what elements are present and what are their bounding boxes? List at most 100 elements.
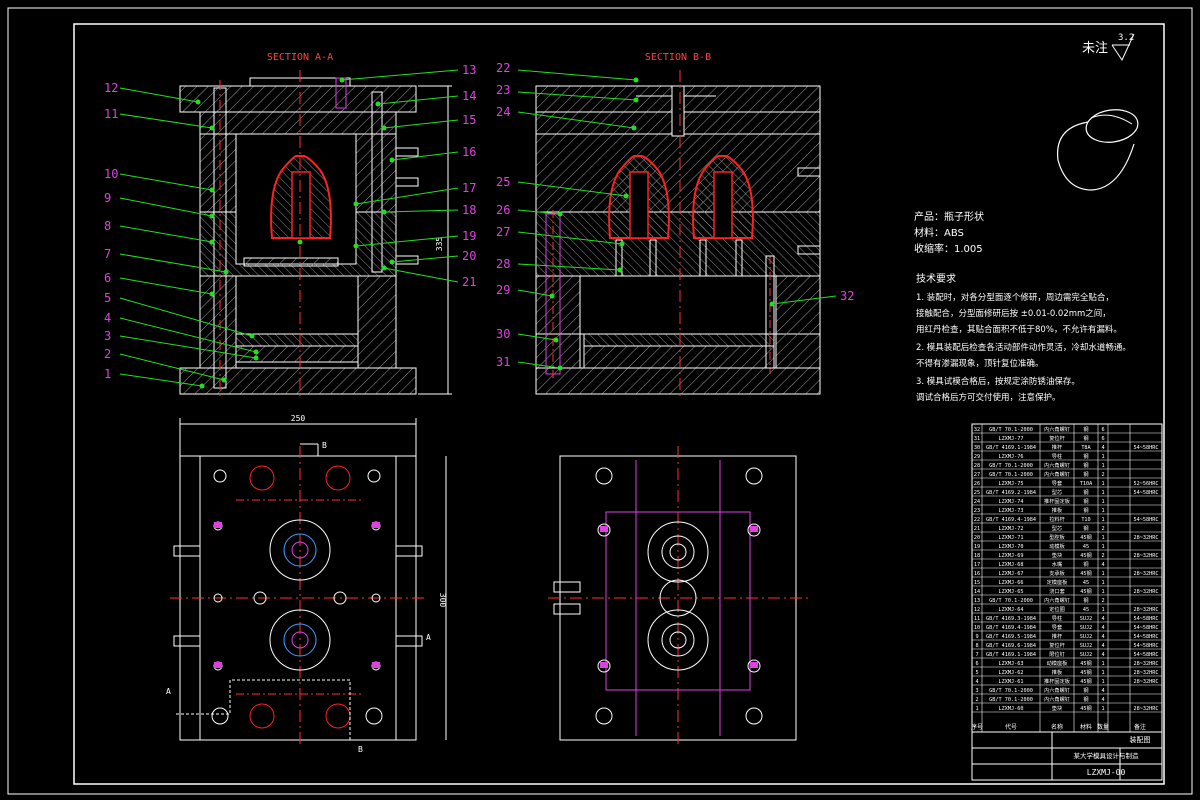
bom-cell: 1 bbox=[1101, 679, 1104, 685]
bom-cell: 1 bbox=[1101, 670, 1104, 676]
dim-height: 335 bbox=[435, 237, 444, 252]
bom-cell: 24 bbox=[974, 499, 980, 505]
bom-cell: 45 bbox=[1083, 544, 1089, 550]
tech-line-3: 用红丹检查，其贴合面积不低于80%，不允许有漏料。 bbox=[916, 324, 1122, 335]
callout-27: 27 bbox=[496, 225, 510, 239]
callout-20: 20 bbox=[462, 249, 476, 263]
callouts-left bbox=[119, 87, 257, 387]
plan-view-moving: 250 300 bbox=[166, 414, 447, 754]
bom-cell: 推板 bbox=[1052, 668, 1063, 676]
bom-cell: GB/T 4169.4-1984 bbox=[986, 625, 1036, 631]
bom-cell: 54~58HRC bbox=[1134, 652, 1159, 658]
bom-cell: 钢 bbox=[1083, 506, 1088, 514]
bom-cell: 导套 bbox=[1052, 479, 1063, 487]
bom-cell: GB/T 70.1-2000 bbox=[989, 472, 1033, 478]
bom-cell: 28~32HRC bbox=[1134, 670, 1159, 676]
bom-cell: 型腔板 bbox=[1049, 533, 1065, 541]
bom-cell: GB/T 70.1-2000 bbox=[989, 688, 1033, 694]
callout-labels-right: 22 23 24 25 26 27 28 29 30 31 32 bbox=[496, 61, 854, 369]
bom-cell: LZXMJ-69 bbox=[999, 553, 1024, 559]
bom-cell: 内六角螺钉 bbox=[1044, 425, 1070, 433]
bom-cell: 限位钉 bbox=[1049, 650, 1065, 658]
bom-cell: LZXMJ-63 bbox=[999, 661, 1024, 667]
bom-cell: 52~56HRC bbox=[1134, 481, 1159, 487]
bom-cell: 21 bbox=[974, 526, 980, 532]
bom-cell: 1 bbox=[1101, 535, 1104, 541]
bom-cell: 钢 bbox=[1083, 686, 1088, 694]
bom-school: 某大学模具设计与制造 bbox=[1074, 751, 1140, 760]
bom-cell: 2 bbox=[975, 697, 978, 703]
bom-cell: LZXMJ-74 bbox=[999, 499, 1024, 505]
callout-14: 14 bbox=[462, 89, 476, 103]
bom-cell: GB/T 70.1-2000 bbox=[989, 697, 1033, 703]
callout-29: 29 bbox=[496, 283, 510, 297]
bom-cell: 钢 bbox=[1083, 596, 1088, 604]
bom-cell: LZXMJ-66 bbox=[999, 580, 1024, 586]
section-a-title: SECTION A-A bbox=[267, 52, 333, 63]
bom-cell: 1 bbox=[1101, 490, 1104, 496]
plan-view-fixed bbox=[548, 446, 808, 748]
bom-cell: 18 bbox=[974, 553, 980, 559]
tech-line-6: 3. 模具试模合格后，按规定涂防锈油保存。 bbox=[916, 376, 1080, 387]
bom-cell: SUJ2 bbox=[1080, 625, 1093, 631]
bom-cell: 54~58HRC bbox=[1134, 643, 1159, 649]
bom-cell: 8 bbox=[975, 643, 978, 649]
bom-cell: 1 bbox=[1101, 481, 1104, 487]
bom-cell: 54~58HRC bbox=[1134, 517, 1159, 523]
bom-cell: 6 bbox=[975, 661, 978, 667]
callout-11: 11 bbox=[104, 107, 118, 121]
view-mark-b-bottom: B bbox=[358, 745, 363, 754]
bom-cell: 6 bbox=[1101, 427, 1104, 433]
bom-drawing-no: LZXMJ-00 bbox=[1087, 768, 1126, 777]
callout-labels-left: 1 2 3 4 5 6 7 8 9 10 11 12 bbox=[104, 81, 118, 381]
callout-15: 15 bbox=[462, 113, 476, 127]
bom-cell: 54~58HRC bbox=[1134, 634, 1159, 640]
product-name: 产品：瓶子形状 bbox=[914, 210, 984, 223]
bom-cell: 28~32HRC bbox=[1134, 607, 1159, 613]
bom-cell: 22 bbox=[974, 517, 980, 523]
bom-cell: 1 bbox=[1101, 589, 1104, 595]
bom-cell: SUJ2 bbox=[1080, 643, 1093, 649]
bom-cell: 浇口套 bbox=[1049, 587, 1065, 595]
bom-cell: 54~58HRC bbox=[1134, 616, 1159, 622]
bom-cell: 1 bbox=[1101, 706, 1104, 712]
callout-12: 12 bbox=[104, 81, 118, 95]
roughness-value: 3.2 bbox=[1118, 33, 1134, 43]
bom-cell: 4 bbox=[1101, 562, 1104, 568]
bom-cell: 4 bbox=[1101, 634, 1104, 640]
bom-cell: 钢 bbox=[1083, 452, 1088, 460]
bom-cell: 4 bbox=[1101, 445, 1104, 451]
bom-header-no: 序号 bbox=[971, 723, 983, 731]
bom-cell: 1 bbox=[1101, 517, 1104, 523]
bom-header-qty: 数量 bbox=[1097, 723, 1109, 731]
callout-31: 31 bbox=[496, 355, 510, 369]
callout-19: 19 bbox=[462, 229, 476, 243]
bom-cell: LZXMJ-60 bbox=[999, 706, 1024, 712]
view-mark-a-right: A bbox=[426, 633, 431, 642]
drawing-frame bbox=[73, 23, 1165, 785]
bom-cell: LZXMJ-62 bbox=[999, 670, 1024, 676]
bom-cell: 钢 bbox=[1083, 695, 1088, 703]
bom-cell: 29 bbox=[974, 454, 980, 460]
callout-2: 2 bbox=[104, 347, 111, 361]
bom-cell: 钢 bbox=[1083, 434, 1088, 442]
tech-requirements: 技术要求 1. 装配时，对各分型面逐个修研，周边需完全贴合， 接触配合，分型面修… bbox=[916, 272, 1131, 403]
bom-cell: 2 bbox=[1101, 526, 1104, 532]
bom-cell: 1 bbox=[1101, 661, 1104, 667]
bom-cell: 15 bbox=[974, 580, 980, 586]
bom-cell: 45钢 bbox=[1080, 668, 1091, 676]
callout-25: 25 bbox=[496, 175, 510, 189]
tech-line-1: 1. 装配时，对各分型面逐个修研，周边需完全贴合， bbox=[916, 292, 1114, 303]
bom-cell: 内六角螺钉 bbox=[1044, 695, 1070, 703]
callout-23: 23 bbox=[496, 83, 510, 97]
bom-cell: 45钢 bbox=[1080, 677, 1091, 685]
bom-cell: GB/T 4169.1-1984 bbox=[986, 652, 1036, 658]
bom-cell: 45钢 bbox=[1080, 659, 1091, 667]
product-shrink: 收缩率：1.005 bbox=[914, 242, 983, 255]
bom-cell: 4 bbox=[1101, 625, 1104, 631]
callout-30: 30 bbox=[496, 327, 510, 341]
bom-cell: 45钢 bbox=[1080, 551, 1091, 559]
callout-5: 5 bbox=[104, 291, 111, 305]
